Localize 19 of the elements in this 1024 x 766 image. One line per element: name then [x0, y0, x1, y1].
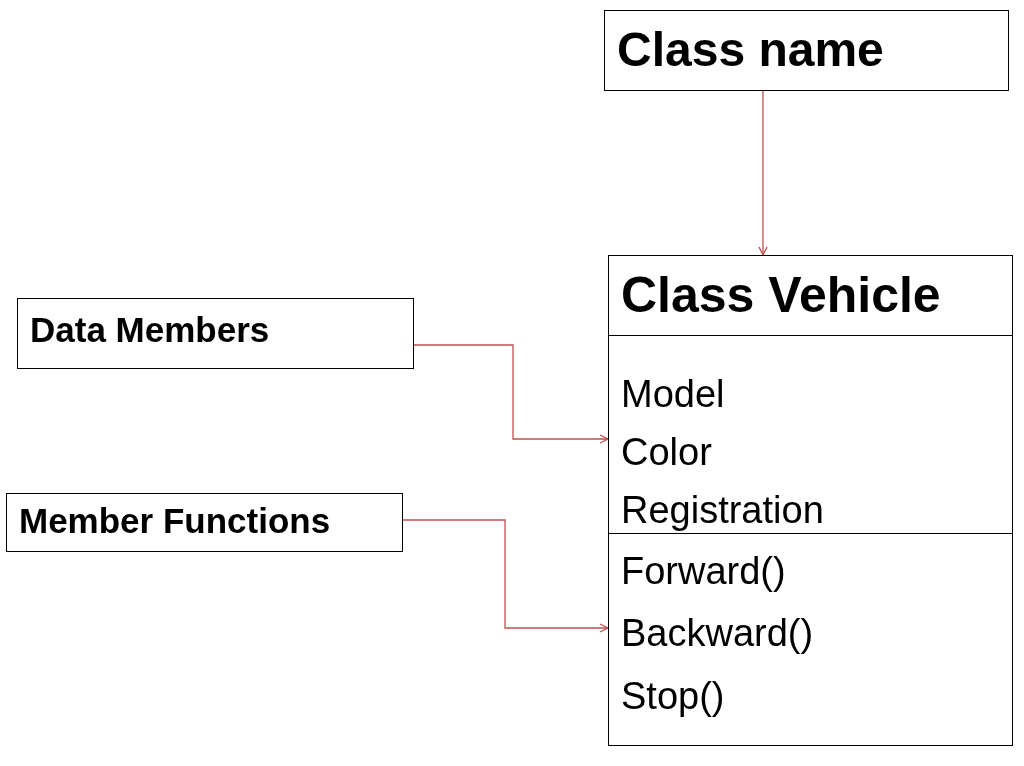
method-text: Backward()	[621, 611, 814, 657]
attribute-text: Model	[621, 372, 725, 417]
callout-box	[17, 298, 414, 369]
callout-box	[6, 493, 403, 552]
attributes-compartment	[608, 335, 1013, 534]
class-header-compartment	[608, 255, 1013, 336]
class-name-text: Class Vehicle	[621, 268, 941, 323]
callout-text: Class name	[617, 22, 884, 78]
arrow	[758, 90, 768, 256]
arrow	[413, 344, 609, 444]
method-text: Stop()	[621, 673, 725, 719]
arrow	[402, 519, 609, 633]
methods-compartment	[608, 533, 1013, 746]
callout-text: Member Functions	[19, 500, 331, 542]
attribute-text: Registration	[621, 487, 824, 533]
callout-text: Data Members	[30, 309, 270, 351]
callout-box	[604, 10, 1009, 91]
attribute-text: Color	[621, 429, 712, 475]
method-text: Forward()	[621, 549, 786, 594]
